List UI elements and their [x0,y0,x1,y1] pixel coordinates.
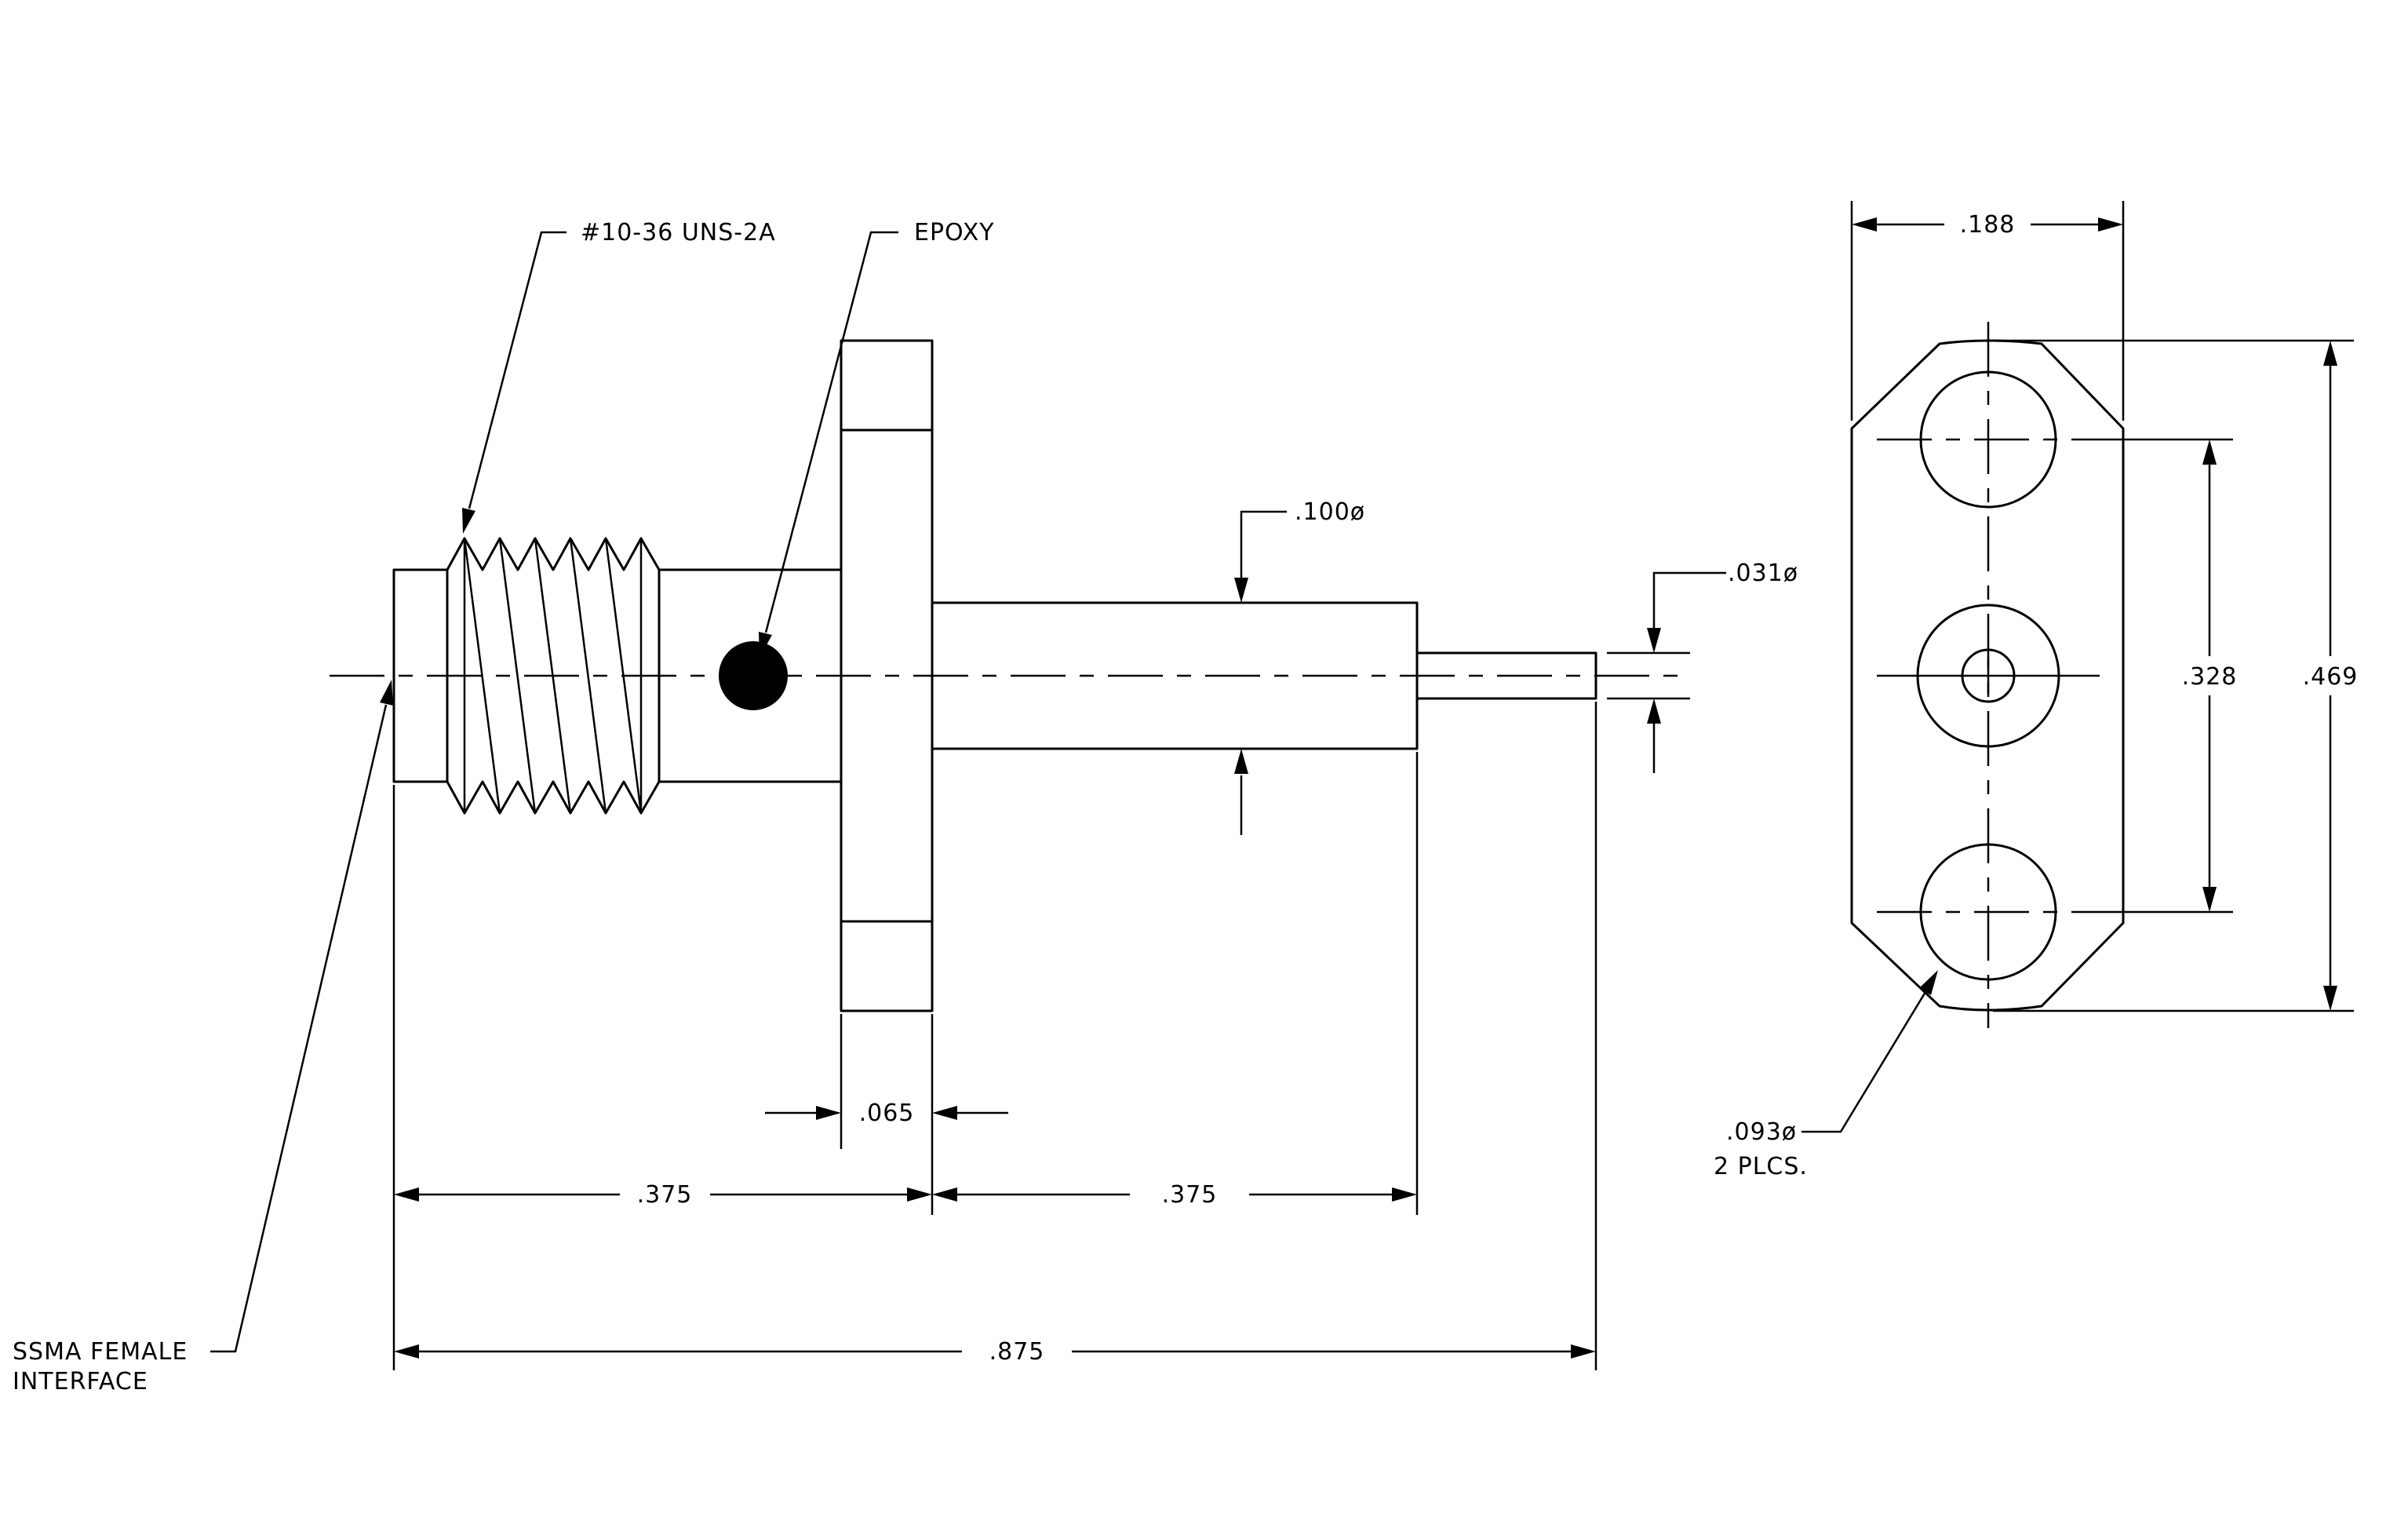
dim-rear-length: .375 [1162,1181,1218,1209]
thread-helix [498,538,537,814]
arrowhead [2202,887,2217,912]
arrowhead [380,680,393,706]
arrowhead [2098,217,2123,232]
side-view [330,339,1687,1012]
threaded-section [446,537,661,815]
thread-helix [569,538,607,814]
pin-dia-label: .031ø [1728,560,1798,587]
side-view-callouts: #10-36 UNS-2A EPOXY SSMA FEMALE INTERFAC… [13,219,995,1395]
arrowhead [1392,1187,1417,1202]
arrowhead [2202,440,2217,465]
side-view-dimensions: .065 .375 .375 .875 .100ø .031ø [392,498,1798,1370]
thread-helix [534,538,572,814]
interface-callout-line2: INTERFACE [13,1368,148,1395]
front-view-dimensions: .188 .328 .469 .093ø 2 PLCS. [1714,201,2359,1180]
hole-qty-callout: 2 PLCS. [1714,1153,1808,1180]
arrowhead [1571,1344,1596,1359]
epoxy-dot [719,641,788,710]
interface-callout-line1: SSMA FEMALE [13,1338,188,1366]
epoxy-leader [764,231,898,633]
hole-dia-callout: .093ø [1726,1118,1797,1146]
arrowhead [816,1106,841,1120]
arrowhead [462,508,475,534]
dim-hole-spacing: .328 [2182,663,2238,691]
arrowhead [2323,341,2337,366]
thread-top-profile [446,537,661,571]
flange-outline [1850,339,2125,1012]
arrowhead [2323,986,2337,1011]
arrowhead [1647,628,1661,653]
center-pin [1415,651,1597,700]
arrowhead [1234,749,1248,774]
hole-leader [1801,991,1927,1133]
arrowhead [1919,970,1938,995]
arrowhead [932,1106,957,1120]
arrowhead [759,632,772,658]
dim-flange-thickness: .065 [859,1100,915,1127]
shaft-dia-label: .100ø [1295,498,1365,526]
thread-bottom-profile [446,780,661,815]
arrowhead [932,1187,957,1202]
front-view [1850,322,2125,1028]
arrowhead [1234,578,1248,603]
pin-dia-leader [1652,571,1726,628]
thread-helix [463,538,501,814]
thread-callout: #10-36 UNS-2A [581,219,776,246]
dim-flange-height: .469 [2303,663,2359,691]
arrowhead [394,1344,419,1359]
dim-flange-width: .188 [1960,211,2016,239]
thread-leader [468,231,566,509]
dim-overall-length: .875 [989,1338,1045,1366]
epoxy-callout: EPOXY [914,219,995,246]
thread-helix [604,538,643,814]
arrowhead [394,1187,419,1202]
dim-front-length: .375 [637,1181,693,1209]
interface-leader [210,704,388,1353]
arrowhead [1852,217,1877,232]
arrowhead [1647,698,1661,724]
arrowhead [907,1187,932,1202]
shaft-dia-leader [1240,510,1287,578]
